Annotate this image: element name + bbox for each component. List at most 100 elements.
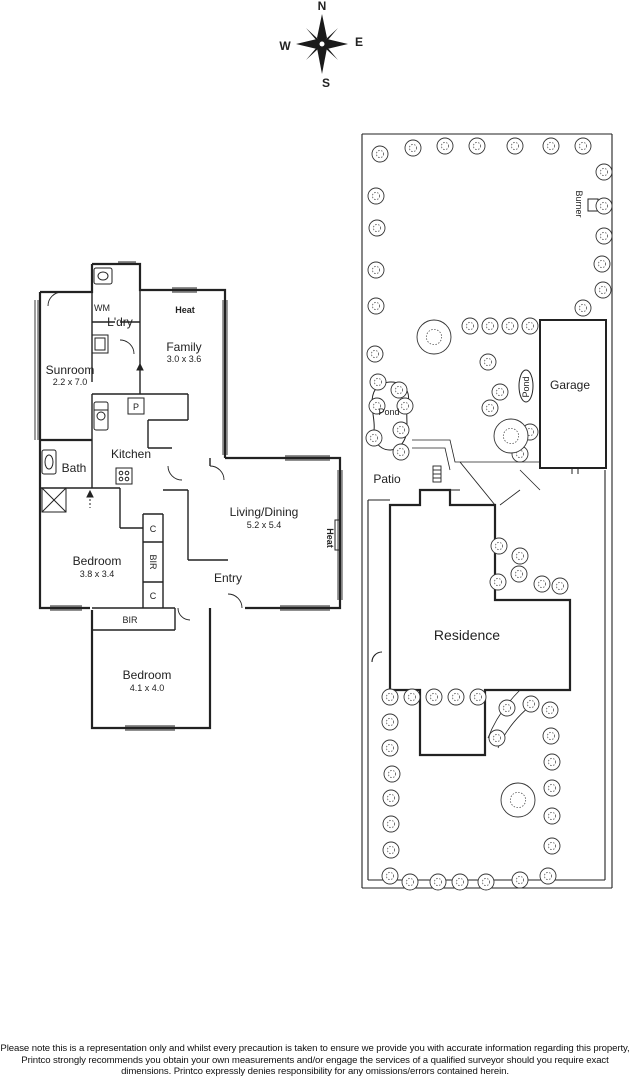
tree-small-canopy <box>600 231 609 240</box>
tree-small <box>367 297 385 315</box>
room-dims-living-dining: 5.2 x 5.4 <box>247 520 282 530</box>
tree-small-canopy <box>483 357 492 366</box>
room-label-sunroom: Sunroom <box>46 363 95 377</box>
tree-small <box>404 139 422 157</box>
tree-small-canopy <box>386 820 395 829</box>
tree-small-canopy <box>600 201 609 210</box>
tree-small-canopy <box>548 842 557 851</box>
tree-small <box>490 537 508 555</box>
room-dims-bedroom-1: 3.8 x 3.4 <box>80 569 115 579</box>
tree-small <box>371 145 389 163</box>
tree-large <box>493 418 529 454</box>
tree-small <box>541 701 559 719</box>
house-plan <box>34 261 343 731</box>
tree-small-canopy <box>440 141 449 150</box>
tree-small <box>481 317 499 335</box>
tree-small-canopy <box>371 301 380 310</box>
tree-small <box>595 163 613 181</box>
tree-small-canopy <box>546 706 555 715</box>
tree-small <box>489 573 507 591</box>
disclaimer-line-1: Please note this is a representation onl… <box>0 1043 630 1054</box>
disclaimer-line-3: dimensions. Printco expressly denies res… <box>121 1066 509 1077</box>
patio <box>368 461 496 506</box>
tree-small <box>367 187 385 205</box>
room-label-bath: Bath <box>62 461 87 475</box>
tree-small-canopy <box>455 878 464 887</box>
tree-large-canopy <box>425 328 443 346</box>
tree-small <box>488 729 506 747</box>
heater-label-living: Heat <box>325 528 335 548</box>
tree-small <box>543 807 561 825</box>
tree-small-canopy <box>465 321 474 330</box>
tree-small <box>574 137 592 155</box>
pantry-label: P <box>133 402 139 412</box>
bir-label-horizontal: BIR <box>122 615 138 625</box>
tree-small <box>425 688 443 706</box>
tree-small-canopy <box>370 349 379 358</box>
tree-small <box>382 789 400 807</box>
tree-small <box>551 577 569 595</box>
tree-small-canopy <box>538 580 547 589</box>
tree-small-canopy <box>433 878 442 887</box>
site-labels: Garage Residence Patio Pond Pond Burner <box>373 190 590 643</box>
tree-small <box>392 421 410 439</box>
tree-small-canopy <box>408 143 417 152</box>
tree-small-canopy <box>599 285 608 294</box>
tree-small <box>436 137 454 155</box>
tree-small <box>521 317 539 335</box>
tree-small <box>481 399 499 417</box>
tree-small-canopy <box>407 693 416 702</box>
garage-footprint <box>539 319 607 469</box>
garden-trees <box>365 137 613 891</box>
tree-small-canopy <box>579 141 588 150</box>
tree-small-canopy <box>526 427 535 436</box>
tree-small <box>595 227 613 245</box>
tree-small <box>381 867 399 885</box>
tree-small-canopy <box>492 734 501 743</box>
tree-small <box>511 547 529 565</box>
tree-small <box>368 397 386 415</box>
compass-north: N <box>318 0 327 13</box>
tree-small <box>506 137 524 155</box>
exterior-walls <box>38 262 342 730</box>
room-label-entry: Entry <box>214 571 242 585</box>
tree-small <box>368 219 386 237</box>
tree-small-canopy <box>385 744 394 753</box>
tree-small-canopy <box>485 403 494 412</box>
burner-label: Burner <box>574 190 584 217</box>
tree-small-canopy <box>579 303 588 312</box>
tree-small-canopy <box>548 784 557 793</box>
tree-small <box>383 765 401 783</box>
tree-small <box>533 575 551 593</box>
tree-small <box>522 695 540 713</box>
residence-footprint <box>388 488 572 757</box>
tree-small-canopy <box>369 433 378 442</box>
tree-small-canopy <box>556 582 565 591</box>
compass-rose: N S W E <box>279 0 363 90</box>
tree-large <box>500 782 536 818</box>
tree-small <box>543 753 561 771</box>
disclaimer-line-2: Printco strongly recommends you obtain y… <box>21 1054 609 1066</box>
tree-small-canopy <box>371 191 380 200</box>
tree-small <box>369 373 387 391</box>
room-label-family: Family <box>166 340 201 354</box>
washing-machine-label: WM <box>94 303 110 313</box>
tree-small-canopy <box>451 693 460 702</box>
tree-small <box>543 837 561 855</box>
room-label-bedroom-2: Bedroom <box>123 668 172 682</box>
tree-small <box>594 281 612 299</box>
tree-small-canopy <box>544 872 553 881</box>
room-label-living-dining: Living/Dining <box>230 505 299 519</box>
tree-small-canopy <box>547 732 556 741</box>
tree-small-canopy <box>547 141 556 150</box>
tree-small-canopy <box>548 812 557 821</box>
tree-large <box>416 319 452 355</box>
tree-small <box>543 779 561 797</box>
interior-walls <box>40 290 228 631</box>
tree-small-canopy <box>505 321 514 330</box>
heater-label-family: Heat <box>175 305 195 315</box>
room-dims-sunroom: 2.2 x 7.0 <box>53 377 88 387</box>
house-labels: Sunroom 2.2 x 7.0 L'dry Family 3.0 x 3.6… <box>46 303 335 693</box>
tree-small <box>390 381 408 399</box>
fixtures <box>41 267 341 551</box>
